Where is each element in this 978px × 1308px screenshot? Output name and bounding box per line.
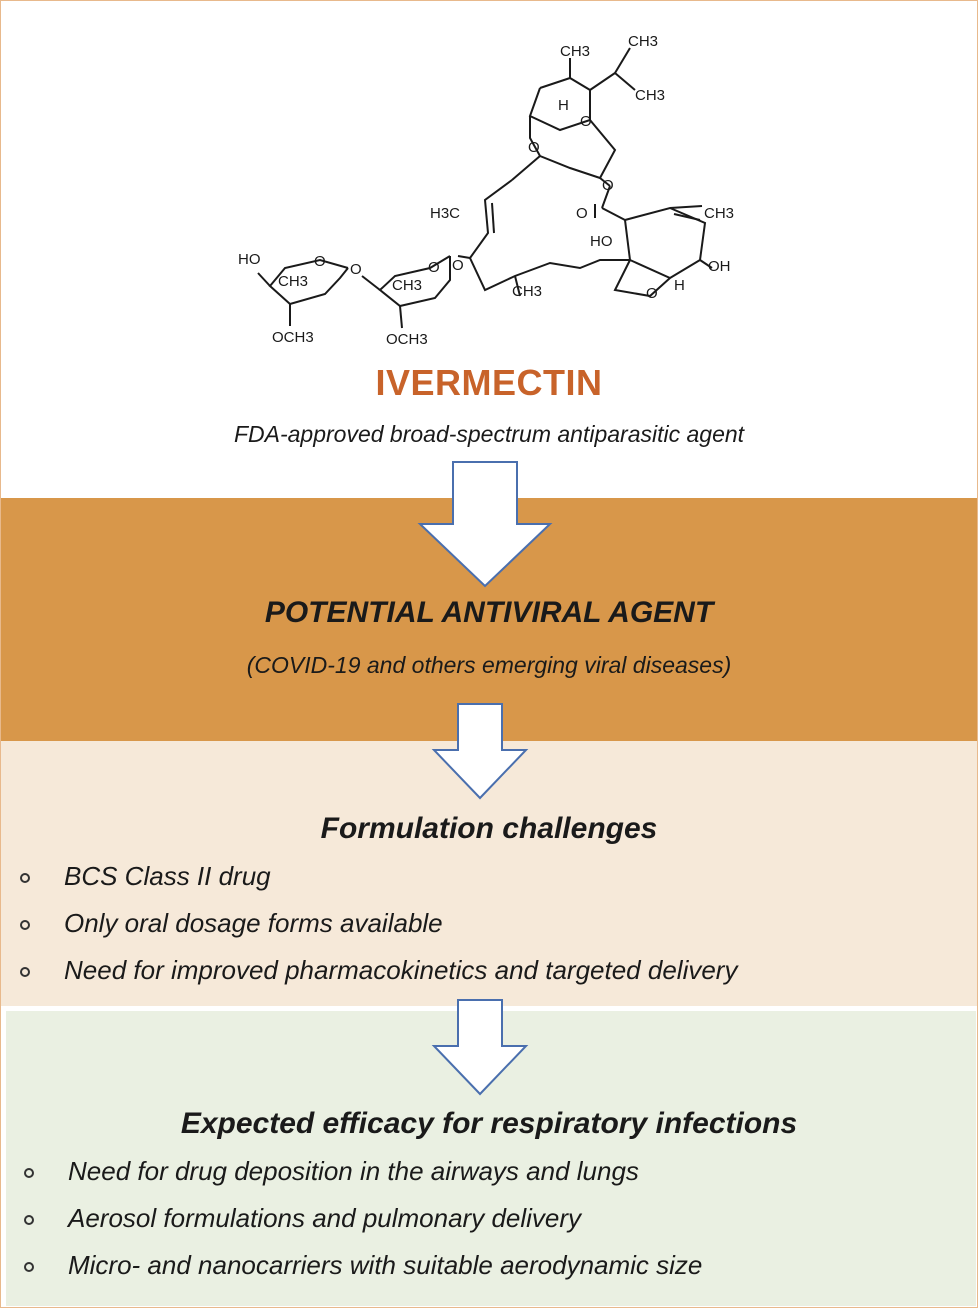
oh-right-label: OH [708,258,731,275]
ivermectin-structure: CH3 CH3 CH3 H O O O O H3C HO CH3 OH H O … [238,33,734,348]
ch3-right-label: CH3 [704,205,734,222]
list-item: BCS Class II drug [18,853,737,900]
och3-left-label: OCH3 [272,329,314,346]
o-ester-label: O [602,177,614,194]
ch3-sugar1-label: CH3 [278,273,308,290]
ch3-ethyl-label: CH3 [628,33,658,50]
down-arrow-icon [431,999,529,1096]
o-sugar1-label: O [314,253,326,270]
formulation-heading: Formulation challenges [320,812,658,845]
bullet-circle-icon [20,920,30,930]
antiviral-heading: POTENTIAL ANTIVIRAL AGENT [264,596,714,629]
o-carbonyl-label: O [576,205,588,222]
o-ring-label: O [528,139,540,156]
ho-left-label: HO [238,251,261,268]
compound-subtitle: FDA-approved broad-spectrum antiparasiti… [233,421,745,447]
compound-title: IVERMECTIN [375,362,603,403]
list-item: Need for drug deposition in the airways … [22,1148,702,1195]
o-link-label: O [452,257,464,274]
o-glycosidic-label: O [350,261,362,278]
down-arrow-icon [417,461,553,588]
o-sugar2-label: O [428,259,440,276]
list-item: Only oral dosage forms available [18,900,737,947]
o-furan-label: O [646,285,658,302]
molecule-bonds [257,47,713,329]
efficacy-list: Need for drug deposition in the airways … [22,1148,702,1289]
list-item: Micro- and nanocarriers with suitable ae… [22,1242,702,1289]
section-compound [1,1,977,498]
h3c-label: H3C [430,205,460,222]
ho-ring-label: HO [590,233,613,250]
h-top-label: H [558,97,569,114]
o-spiro-label: O [580,113,592,130]
bullet-circle-icon [20,873,30,883]
ch3-mid-label: CH3 [512,283,542,300]
bullet-circle-icon [24,1168,34,1178]
ch3-sugar2-label: CH3 [392,277,422,294]
bullet-circle-icon [20,967,30,977]
formulation-list: BCS Class II drug Only oral dosage forms… [18,853,737,994]
antiviral-note: (COVID-19 and others emerging viral dise… [246,652,732,678]
list-item: Aerosol formulations and pulmonary deliv… [22,1195,702,1242]
down-arrow-icon [431,703,529,800]
efficacy-heading: Expected efficacy for respiratory infect… [180,1107,798,1140]
bullet-circle-icon [24,1215,34,1225]
ch3-side-label: CH3 [635,87,665,104]
och3-mid-label: OCH3 [386,331,428,348]
ch3-top-label: CH3 [560,43,590,60]
h-right-label: H [674,277,685,294]
bullet-circle-icon [24,1262,34,1272]
list-item: Need for improved pharmacokinetics and t… [18,947,737,994]
